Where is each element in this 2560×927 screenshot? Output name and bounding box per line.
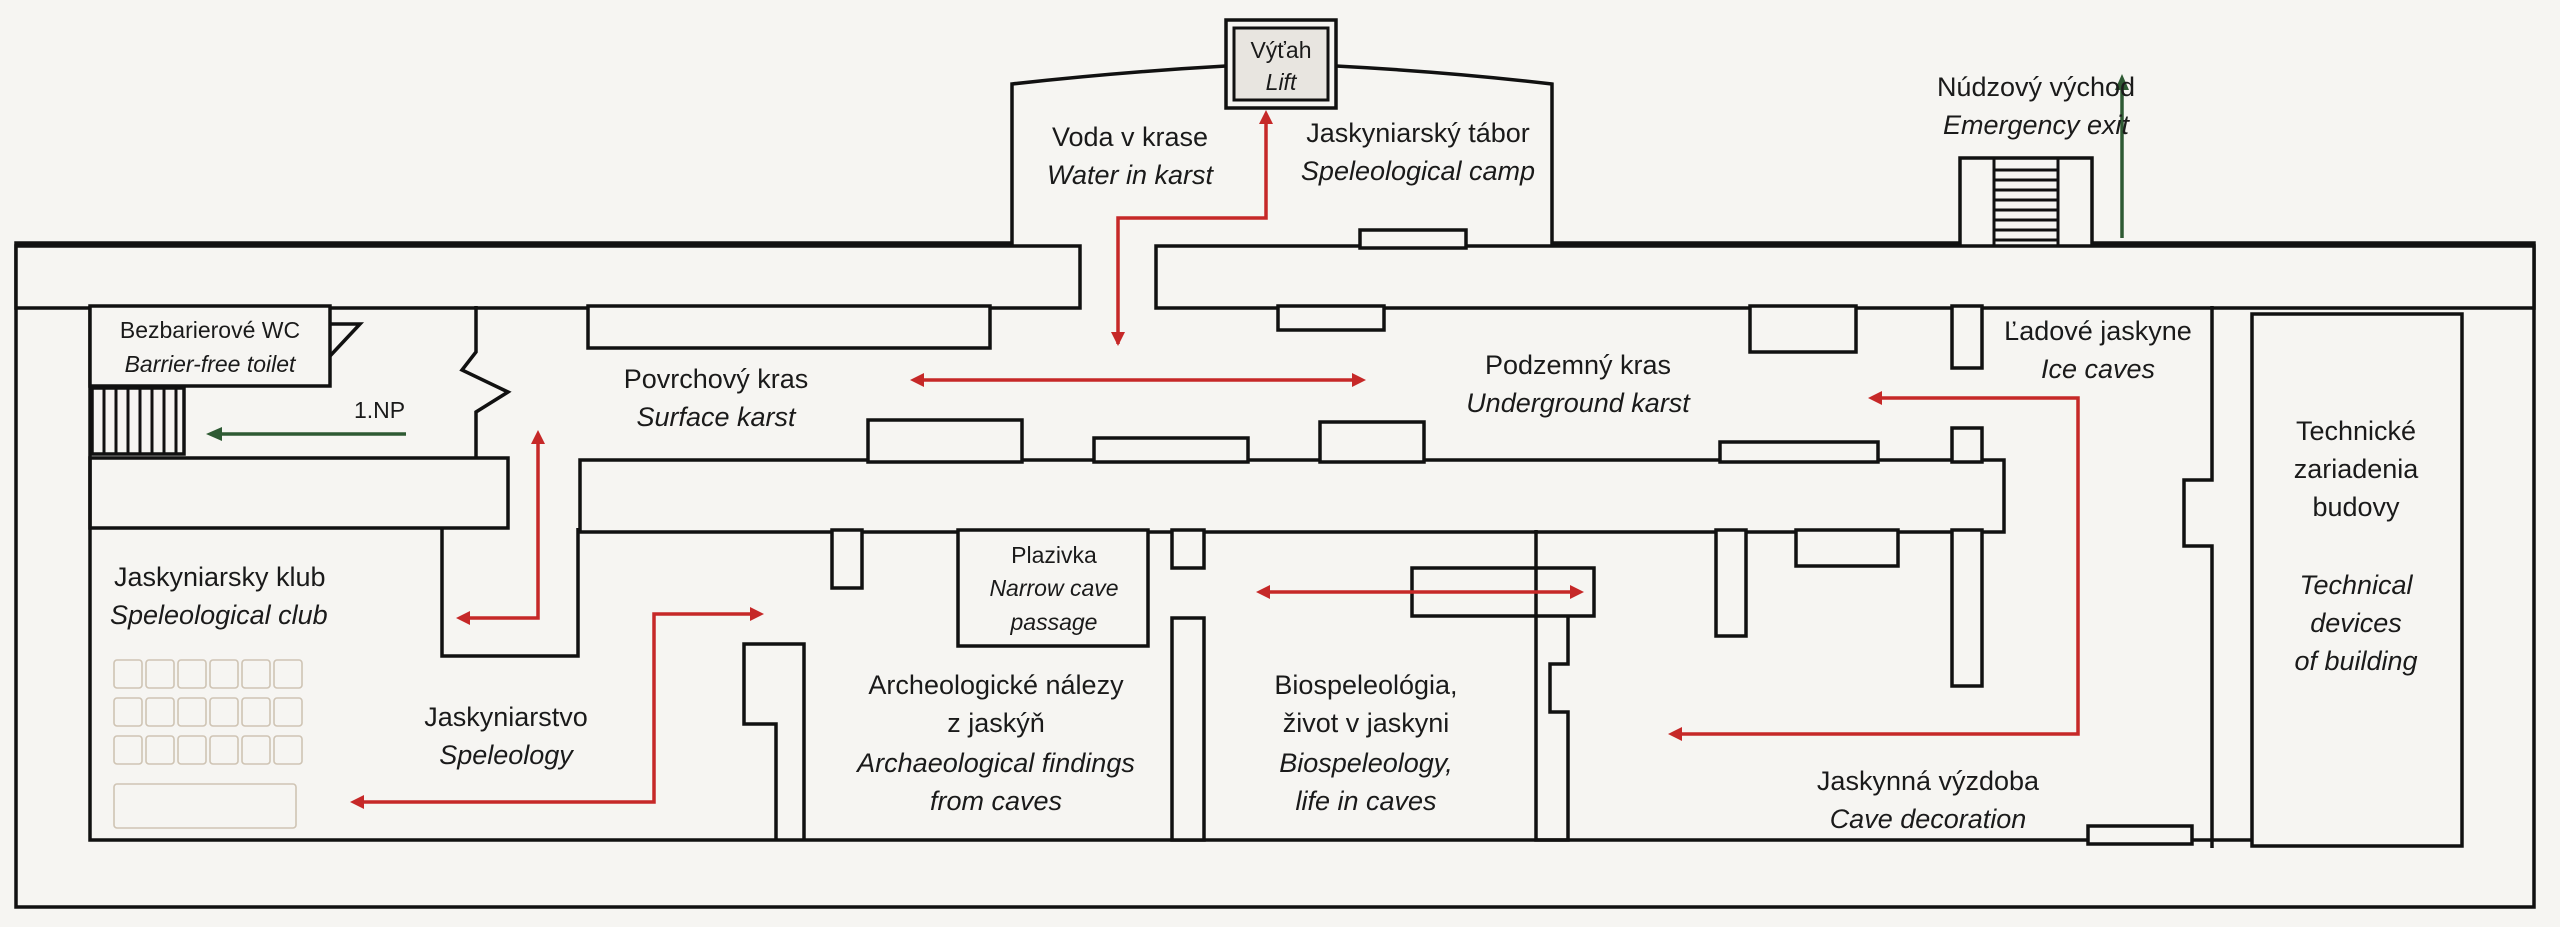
biospeleology-label-sk-2: život v jaskyni (1283, 708, 1450, 738)
emergency-exit-label-sk: Núdzový východ (1937, 72, 2135, 102)
barrier-free-toilet-label-sk: Bezbarierové WC (120, 317, 300, 343)
club-partition-wall (459, 306, 512, 458)
pillar-e (1714, 528, 1748, 638)
lift-label-en: Lift (1266, 69, 1298, 95)
surface-karst-label-en: Surface karst (636, 402, 797, 432)
biospeleology-label-sk-1: Biospeleológia, (1274, 670, 1457, 700)
exhibit-block-4 (1718, 440, 1880, 464)
underground-karst-label-sk: Podzemný kras (1485, 350, 1671, 380)
technical-devices-label-sk-1: Technické (2296, 416, 2416, 446)
floor-block (2086, 824, 2194, 846)
archaeology-wall (742, 642, 806, 840)
pillar-a (830, 528, 864, 590)
top-wall-right (1154, 244, 2536, 310)
speleology-room-wall (440, 528, 580, 658)
exit-arrowhead (2115, 74, 2129, 90)
top-wall-left (14, 244, 1082, 310)
underground-karst-label-en: Underground karst (1466, 388, 1691, 418)
narrow-cave-passage-label-en-1: Narrow cave (989, 575, 1118, 601)
technical-devices-label-en-2: devices (2310, 608, 2402, 638)
stair-1np-steps (102, 388, 178, 454)
barrier-free-toilet-label-en: Barrier-free toilet (125, 351, 297, 377)
speleological-camp-label-sk: Jaskyniarský tábor (1306, 118, 1530, 148)
technical-devices-label-sk-3: budovy (2312, 492, 2400, 522)
wall-block-1 (586, 304, 992, 350)
lift-label-sk: Výťah (1250, 37, 1311, 63)
exhibit-block-2 (1092, 436, 1250, 464)
route-arrows (350, 110, 2080, 809)
pillar-f (1950, 528, 1984, 688)
ice-caves-label-sk: Ľadové jaskyne (2004, 316, 2192, 346)
route-arrow-lift (1116, 122, 1268, 344)
floor-arrowhead (206, 427, 222, 441)
technical-devices-label-sk-2: zariadenia (2294, 454, 2420, 484)
bench (1794, 528, 1900, 568)
cave-decoration-label-sk: Jaskynná výzdoba (1817, 766, 2040, 796)
cave-decoration-label-en: Cave decoration (1830, 804, 2027, 834)
speleological-club-label-en: Speleological club (110, 600, 328, 630)
exhibit-block-1 (866, 418, 1024, 464)
technical-devices-label-en-1: Technical (2299, 570, 2413, 600)
biospeleology-label-en-1: Biospeleology, (1279, 748, 1453, 778)
emergency-exit-stair[interactable] (1958, 156, 2094, 250)
technical-room-wall (2182, 306, 2214, 848)
central-wall (578, 458, 2006, 534)
club-table-grid (113, 659, 303, 829)
archaeological-label-en-1: Archaeological findings (855, 748, 1135, 778)
wall-block-2 (1276, 304, 1386, 332)
ice-caves-label-en: Ice caves (2041, 354, 2155, 384)
stair-1np[interactable] (90, 386, 186, 456)
building-outline (14, 241, 2536, 909)
biospeleology-label-en-2: life in caves (1295, 786, 1436, 816)
route-arrowhead-lift-down (1111, 332, 1125, 346)
speleology-label-en: Speleology (439, 740, 574, 770)
route-arrow-ice-caves (1680, 396, 2080, 736)
emergency-exit-stair-steps (1992, 158, 2060, 248)
water-in-karst-label-sk: Voda v krase (1052, 122, 1208, 152)
partition-c (1170, 616, 1206, 842)
technical-devices-label-en-3: of building (2294, 646, 2417, 676)
narrow-cave-passage-label-sk: Plazivka (1011, 542, 1097, 568)
wall-block-3 (1358, 228, 1468, 250)
speleological-camp-label-en: Speleological camp (1301, 156, 1535, 186)
floor-label: 1.NP (354, 397, 405, 423)
lift-cabin (1232, 26, 1330, 102)
left-corridor-wall (88, 456, 510, 530)
toilet-door-swing (328, 322, 365, 358)
narrow-cave-passage-room[interactable] (956, 528, 1150, 648)
route-arrow-speleology (362, 612, 752, 804)
speleological-club-label-sk: Jaskyniarsky klub (114, 562, 326, 592)
pillar-upper (1950, 426, 1984, 464)
left-room-outline (88, 306, 2460, 842)
emergency-exit-label-en: Emergency exit (1943, 110, 2131, 140)
speleology-label-sk: Jaskyniarstvo (424, 702, 588, 732)
route-arrow-club (466, 442, 540, 620)
exhibit-block-3 (1318, 420, 1426, 464)
partition-d (1534, 530, 1570, 842)
narrow-cave-passage-label-en-2: passage (1010, 609, 1098, 635)
archaeological-label-sk-1: Archeologické nálezy (868, 670, 1124, 700)
archaeological-label-en-2: from caves (930, 786, 1062, 816)
water-in-karst-label-en: Water in karst (1047, 160, 1215, 190)
wall-block-5 (1950, 304, 1984, 370)
toilet-room[interactable] (88, 304, 332, 388)
pillar-b (1170, 528, 1206, 570)
wall-block-4 (1748, 304, 1858, 354)
route-arrowhead-lift-up (1259, 110, 1273, 124)
technical-devices-room[interactable] (2250, 312, 2464, 848)
archaeological-label-sk-2: z jaskýň (947, 708, 1045, 738)
surface-karst-label-sk: Povrchový kras (624, 364, 809, 394)
